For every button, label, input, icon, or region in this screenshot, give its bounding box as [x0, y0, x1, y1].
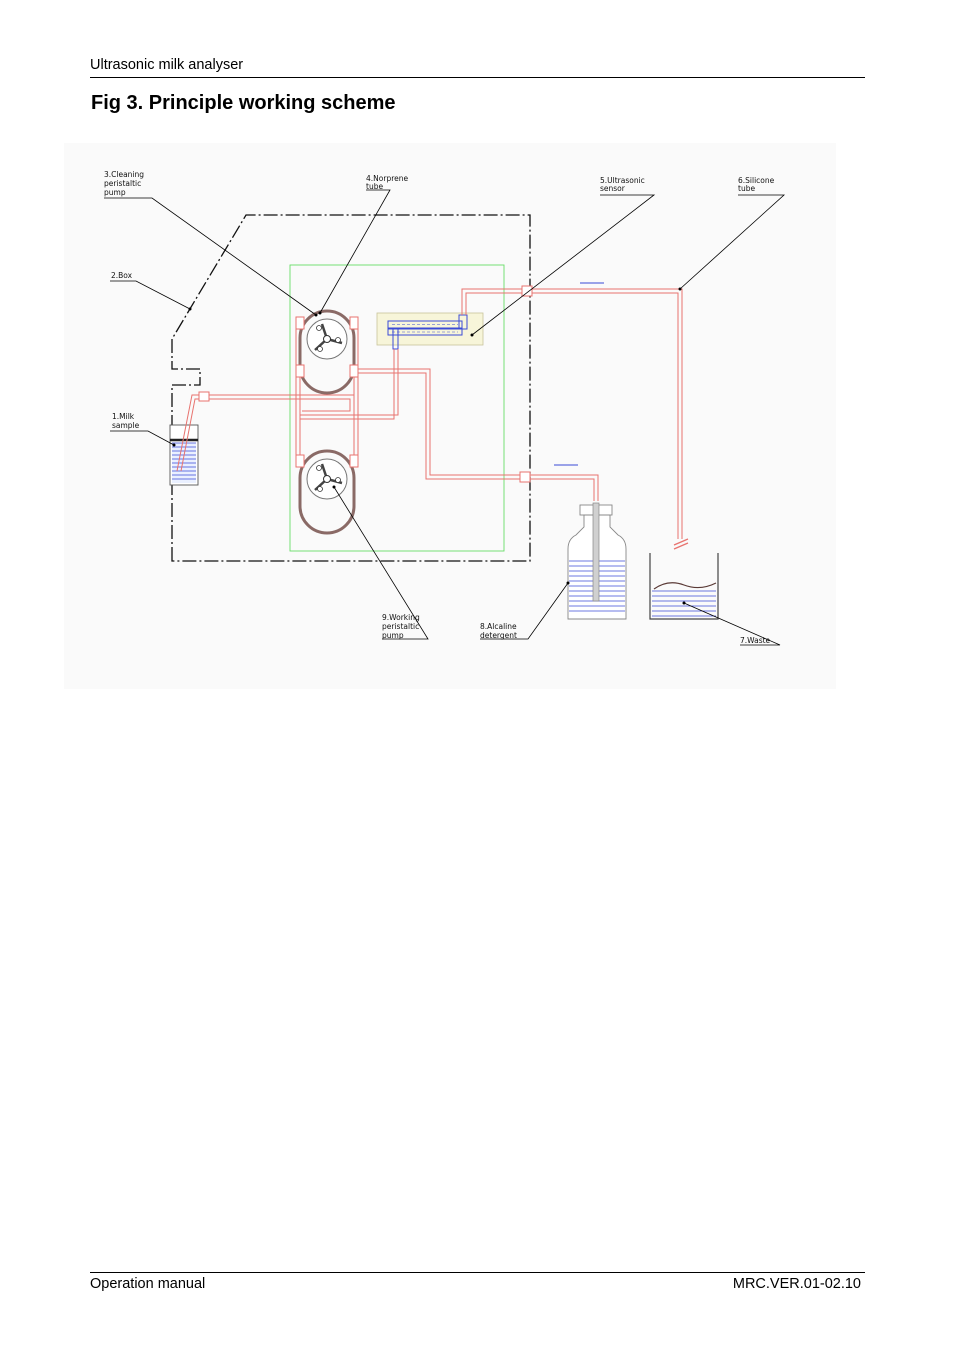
- footer-manual-title: Operation manual: [90, 1276, 206, 1292]
- footer-rule: [90, 1272, 865, 1273]
- label-silicone-tube: 6.Silicone tube: [738, 176, 777, 193]
- flow-markers: [554, 282, 604, 466]
- waste-container: [649, 553, 719, 620]
- leader-lines: [104, 189, 786, 646]
- header-rule: [90, 77, 865, 78]
- document-header-title: Ultrasonic milk analyser: [90, 57, 244, 73]
- box-outline: [171, 214, 531, 562]
- tube-joints: [198, 285, 533, 483]
- label-milk-sample: 1.Milk sample: [112, 412, 140, 430]
- label-waste: 7.Waste: [740, 636, 771, 645]
- label-working-peristaltic-pump: 9.Working peristaltic pump: [382, 613, 422, 640]
- alcaline-detergent-bottle: [567, 502, 627, 620]
- pump-frame: [289, 264, 505, 552]
- label-box: 2.Box: [111, 271, 133, 280]
- figure-title: Fig 3. Principle working scheme: [91, 92, 396, 114]
- footer-version: MRC.VER.01-02.10: [732, 1276, 861, 1292]
- label-norprene-tube: 4.Norprene tube: [366, 174, 411, 191]
- diagram-background: [64, 143, 836, 689]
- label-cleaning-peristaltic-pump: 3.Cleaning peristaltic pump: [104, 170, 146, 197]
- working-peristaltic-pump: [295, 449, 359, 535]
- ultrasonic-sensor: [387, 314, 468, 350]
- label-ultrasonic-sensor: 5.Ultrasonic sensor: [600, 176, 647, 193]
- principle-working-scheme-diagram: 3.Cleaning peristaltic pump 2.Box 4.Norp…: [64, 143, 836, 689]
- label-alcaline-detergent: 8.Alcaline detergent: [480, 622, 519, 640]
- waste-outlet: [673, 538, 689, 550]
- leader-arrowheads: [172, 287, 686, 605]
- cleaning-peristaltic-pump: [295, 309, 359, 395]
